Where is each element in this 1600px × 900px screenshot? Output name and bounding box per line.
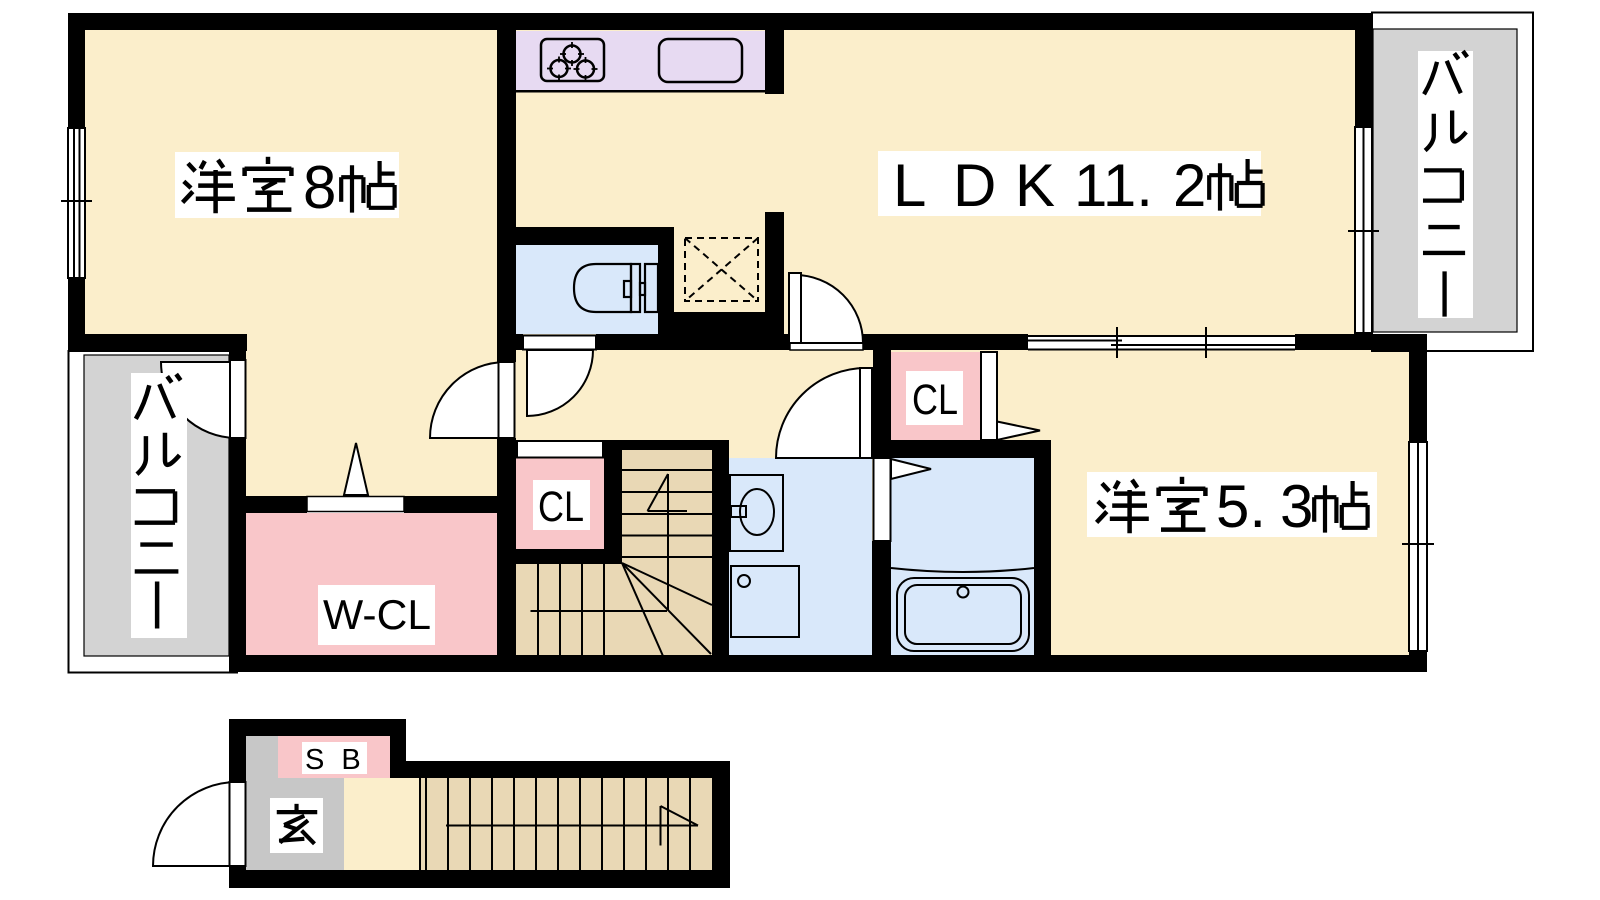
svg-text:SB: SB	[305, 744, 378, 776]
svg-text:5.: 5.	[1216, 473, 1266, 540]
svg-text:D: D	[953, 152, 996, 219]
svg-text:L: L	[893, 152, 926, 219]
svg-text:CL: CL	[538, 483, 584, 531]
svg-text:2: 2	[1173, 152, 1206, 219]
svg-text:CL: CL	[912, 376, 958, 424]
svg-text:3: 3	[1280, 473, 1313, 540]
svg-text:W-CL: W-CL	[323, 591, 431, 638]
svg-text:11.: 11.	[1074, 152, 1153, 219]
svg-text:K: K	[1015, 152, 1055, 219]
svg-text:8: 8	[303, 154, 336, 221]
